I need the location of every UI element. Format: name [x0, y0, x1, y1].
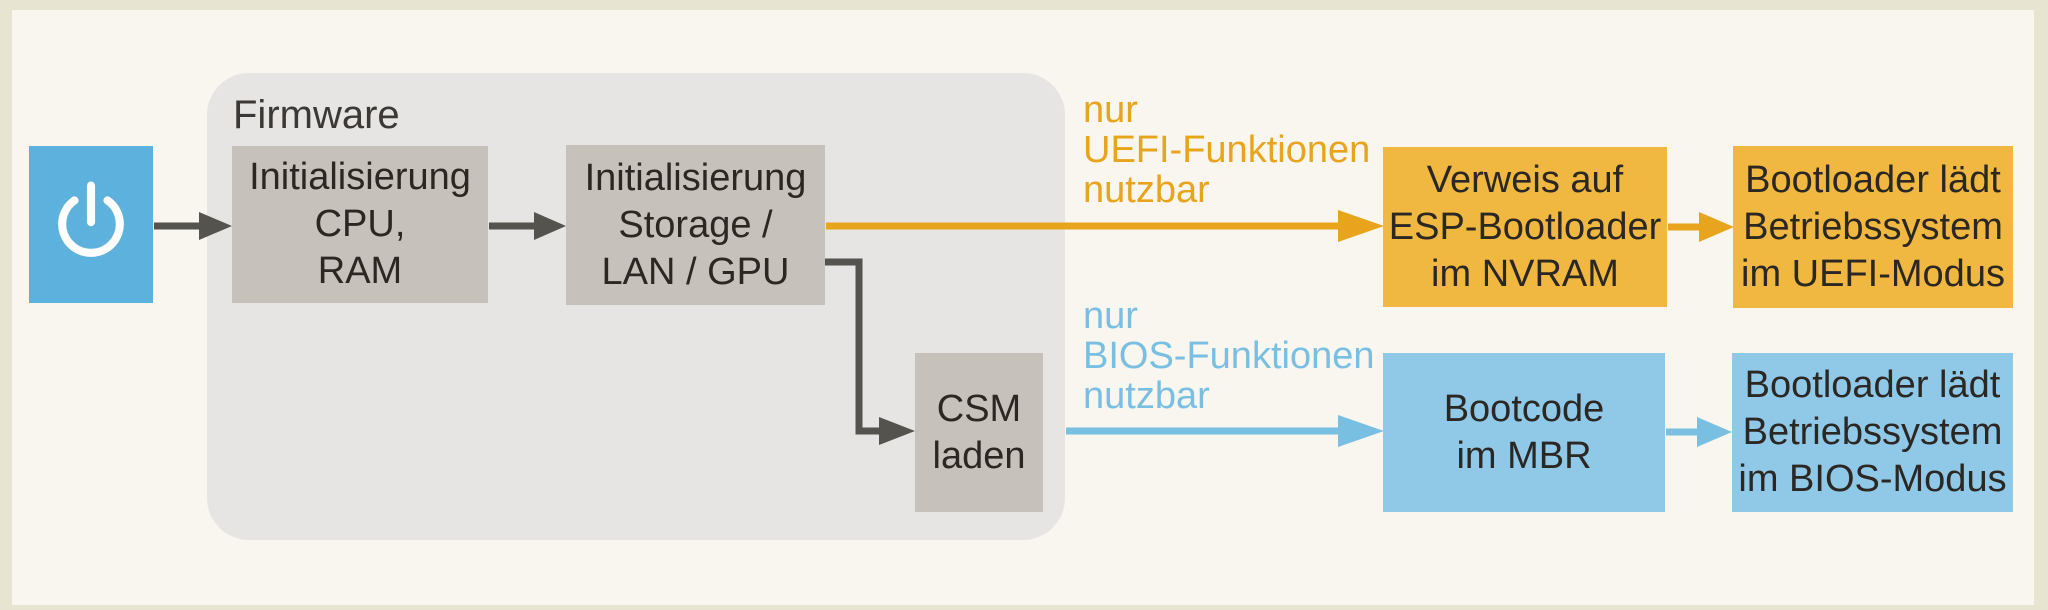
arrow-mbr-to-bios-os [1666, 417, 1732, 447]
firmware-group-label: Firmware [233, 93, 400, 137]
power-button-node [29, 146, 153, 303]
arrow-power-to-init-cpu [154, 212, 232, 240]
arrow-init-storage-to-csm [825, 258, 915, 445]
node-esp-bootloader-nvram: Verweis auf ESP-Bootloader im NVRAM [1383, 147, 1667, 307]
label-uefi-path: nur UEFI-Funktionen nutzbar [1083, 89, 1371, 211]
power-icon [58, 181, 124, 257]
node-bootcode-mbr: Bootcode im MBR [1383, 353, 1665, 512]
node-bootloader-bios-modus: Bootloader lädt Betriebssystem im BIOS-M… [1732, 353, 2013, 512]
node-csm-laden: CSM laden [915, 353, 1043, 512]
arrow-uefi-path [826, 210, 1384, 242]
arrow-esp-to-uefi-os [1668, 212, 1734, 242]
label-bios-path: nur BIOS-Funktionen nutzbar [1083, 295, 1375, 417]
arrow-init-cpu-to-init-storage [489, 212, 566, 240]
arrow-bios-path [1066, 415, 1384, 447]
node-bootloader-uefi-modus: Bootloader lädt Betriebssystem im UEFI-M… [1733, 146, 2013, 308]
node-init-cpu-ram: Initialisierung CPU, RAM [232, 146, 488, 303]
node-init-storage-lan-gpu: Initialisierung Storage / LAN / GPU [566, 145, 825, 305]
